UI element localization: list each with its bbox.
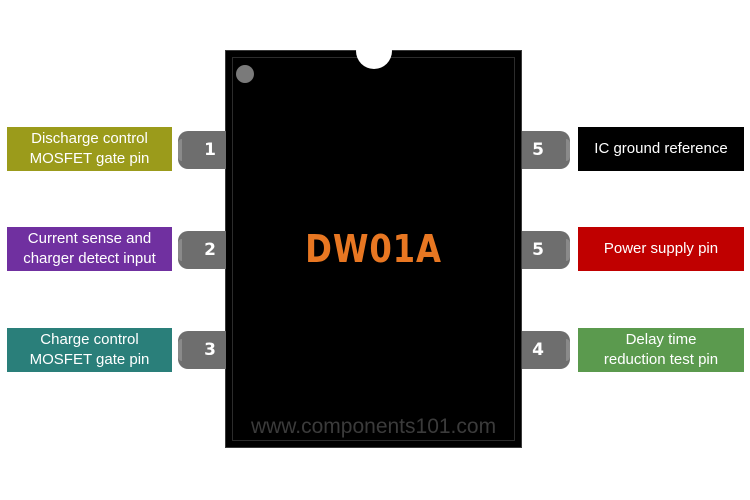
label-delay-test: Delay time reduction test pin — [578, 328, 744, 372]
pin1-indicator-dot — [236, 65, 254, 83]
pin-right-bottom: 4 — [522, 331, 570, 369]
label-line: Discharge control — [31, 130, 148, 147]
watermark: www.components101.com — [250, 415, 497, 438]
label-pin-3: Charge control MOSFET gate pin — [7, 328, 172, 372]
label-power: Power supply pin — [578, 227, 744, 271]
label-line: reduction test pin — [603, 351, 719, 368]
label-line: charger detect input — [23, 250, 156, 267]
label-ground: IC ground reference — [578, 127, 744, 171]
label-pin-2: Current sense and charger detect input — [7, 227, 172, 271]
label-line: Charge control — [40, 331, 139, 348]
label-line: Delay time — [625, 331, 697, 348]
chip-notch — [356, 33, 392, 69]
pin-right-top: 5 — [522, 131, 570, 169]
label-pin-1: Discharge control MOSFET gate pin — [7, 127, 172, 171]
label-line: MOSFET gate pin — [29, 351, 150, 368]
pin-right-middle: 5 — [522, 231, 570, 269]
label-line: MOSFET gate pin — [29, 150, 150, 167]
chip-name: DW01A — [305, 227, 442, 271]
pin-2: 2 — [178, 231, 226, 269]
pin-1: 1 — [178, 131, 226, 169]
label-line: IC ground reference — [594, 140, 728, 157]
label-line: Power supply pin — [603, 240, 719, 257]
pin-3: 3 — [178, 331, 226, 369]
ic-chip-body: DW01A www.components101.com — [225, 33, 522, 448]
label-line: Current sense and — [27, 230, 152, 247]
